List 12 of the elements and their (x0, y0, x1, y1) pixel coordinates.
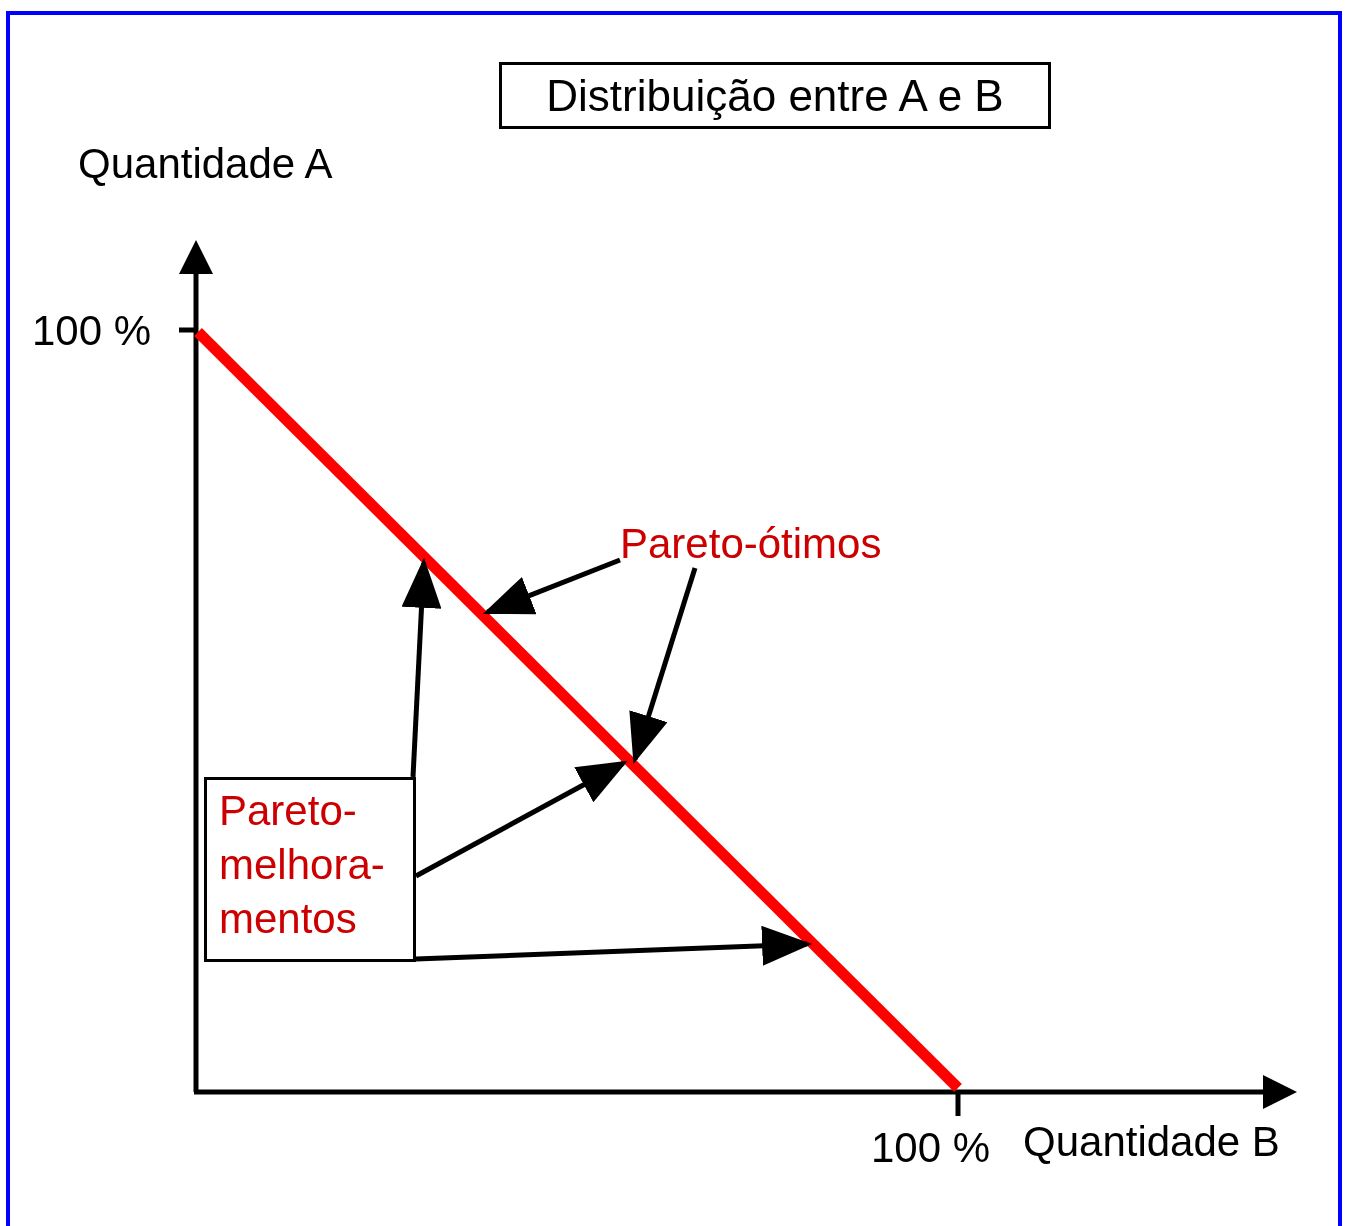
callout-label: Pareto-ótimos (620, 520, 882, 568)
axis-title: Quantidade A (78, 140, 333, 188)
arrow (415, 925, 813, 966)
title-box: Distribuição entre A e B (499, 62, 1051, 129)
arrow (629, 567, 698, 764)
axis-title: Quantidade B (1023, 1118, 1280, 1166)
arrow (414, 760, 628, 879)
frontier-line (194, 328, 962, 1092)
tick-label: 100 % (32, 307, 152, 355)
tick-label: 100 % (871, 1124, 991, 1172)
arrow (401, 557, 442, 778)
arrow (482, 557, 621, 615)
